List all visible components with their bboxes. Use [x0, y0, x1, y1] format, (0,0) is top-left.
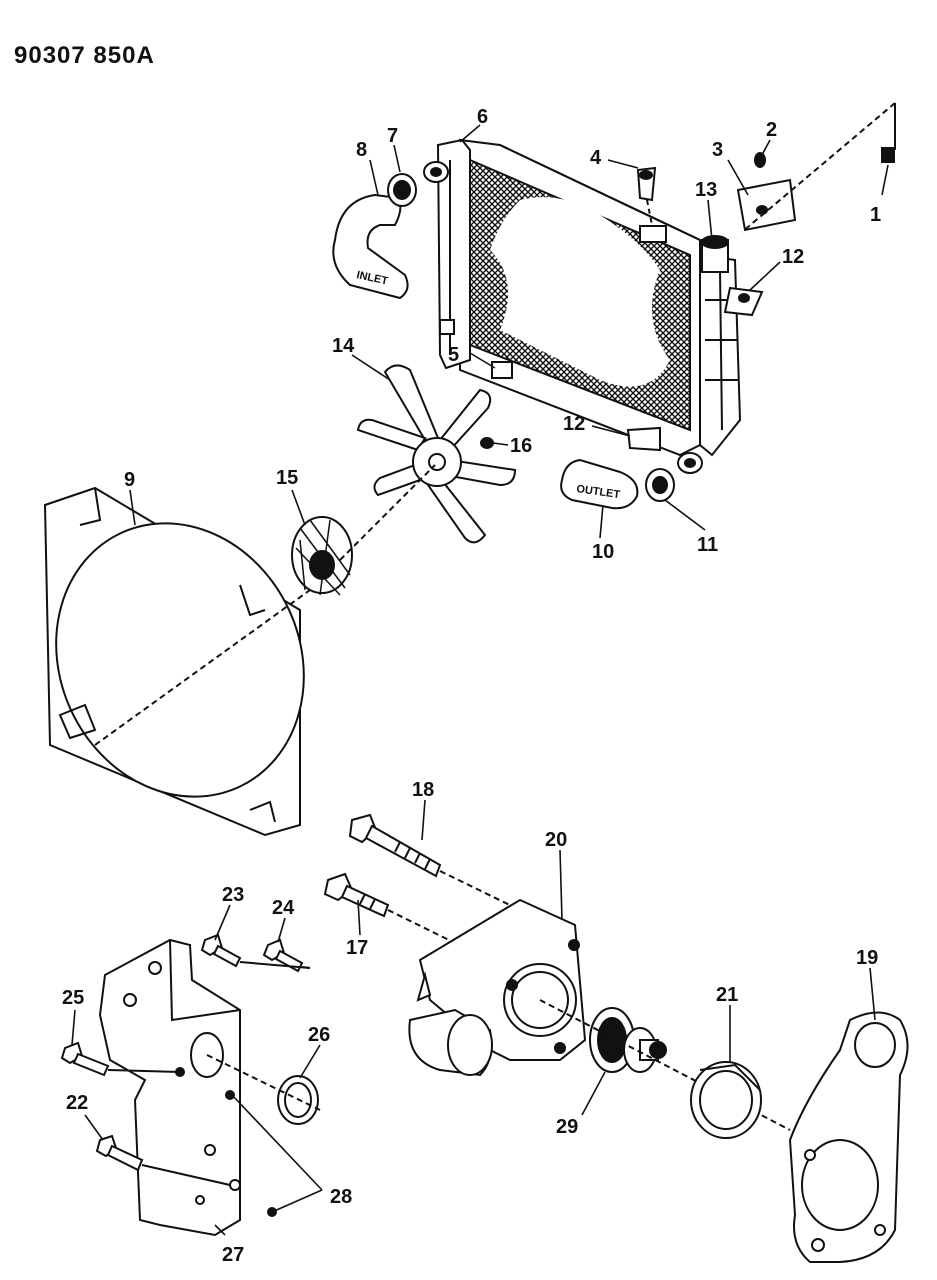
callout-12b: 12 [563, 413, 586, 435]
callout-5: 5 [448, 344, 460, 366]
callout-2: 2 [766, 119, 778, 141]
short-bolt [323, 872, 390, 918]
callout-21: 21 [716, 984, 739, 1006]
callout-23: 23 [222, 884, 245, 906]
thermostat-housing [408, 898, 587, 1077]
fan-shroud [43, 486, 305, 837]
callout-1: 1 [870, 204, 882, 226]
lower-isolator [491, 361, 513, 379]
housing-gasket [788, 1011, 909, 1263]
callout-15: 15 [276, 467, 299, 489]
bracket-bolt [754, 152, 766, 168]
callout-10: 10 [592, 541, 615, 563]
long-bolt [348, 813, 442, 878]
callout-13: 13 [695, 179, 718, 201]
callout-8: 8 [356, 139, 368, 161]
callout-24: 24 [272, 897, 295, 919]
leader-lines [71, 124, 889, 1236]
callout-4: 4 [590, 147, 602, 169]
callout-19: 19 [856, 947, 879, 969]
inlet-hose [332, 193, 409, 300]
mounting-bracket [98, 938, 241, 1237]
radiator-outlet-neck [677, 452, 703, 474]
callout-27: 27 [222, 1244, 245, 1266]
cooling-fan [356, 364, 517, 544]
document-code: 90307 850A [14, 42, 155, 69]
radiator-inlet-neck [423, 161, 449, 183]
callout-18: 18 [412, 779, 435, 801]
callout-11: 11 [697, 534, 719, 556]
callout-14: 14 [332, 335, 355, 357]
upper-isolator [636, 166, 657, 202]
upper-hose-clamp [387, 173, 417, 207]
lower-hose-clamp [645, 468, 675, 502]
outlet-hose [560, 458, 639, 510]
thermostat [623, 1027, 667, 1073]
callout-16: 16 [510, 435, 533, 457]
fan-bolt [480, 437, 494, 449]
callout-29: 29 [556, 1116, 579, 1138]
mount-bracket-upper [723, 286, 764, 317]
callout-28: 28 [330, 1186, 353, 1208]
clip-nut [881, 147, 895, 163]
drain-cock [701, 235, 729, 273]
callout-17: 17 [346, 937, 369, 959]
callout-6: 6 [477, 106, 489, 128]
callout-25: 25 [62, 987, 85, 1009]
callout-7: 7 [387, 125, 399, 147]
thermostat-gasket-ring [690, 1061, 762, 1139]
callout-9: 9 [124, 469, 136, 491]
callout-3: 3 [712, 139, 724, 161]
callout-22: 22 [66, 1092, 89, 1114]
bracket-bolt-23 [200, 933, 242, 968]
callout-26: 26 [308, 1024, 331, 1046]
callout-12a: 12 [782, 246, 805, 268]
bracket-bolt-25 [60, 1041, 110, 1077]
bracket-bolt-22 [95, 1134, 144, 1172]
upper-bracket [736, 178, 797, 232]
callout-20: 20 [545, 829, 568, 851]
fan-clutch [291, 516, 353, 596]
mount-bracket-lower [626, 426, 661, 452]
